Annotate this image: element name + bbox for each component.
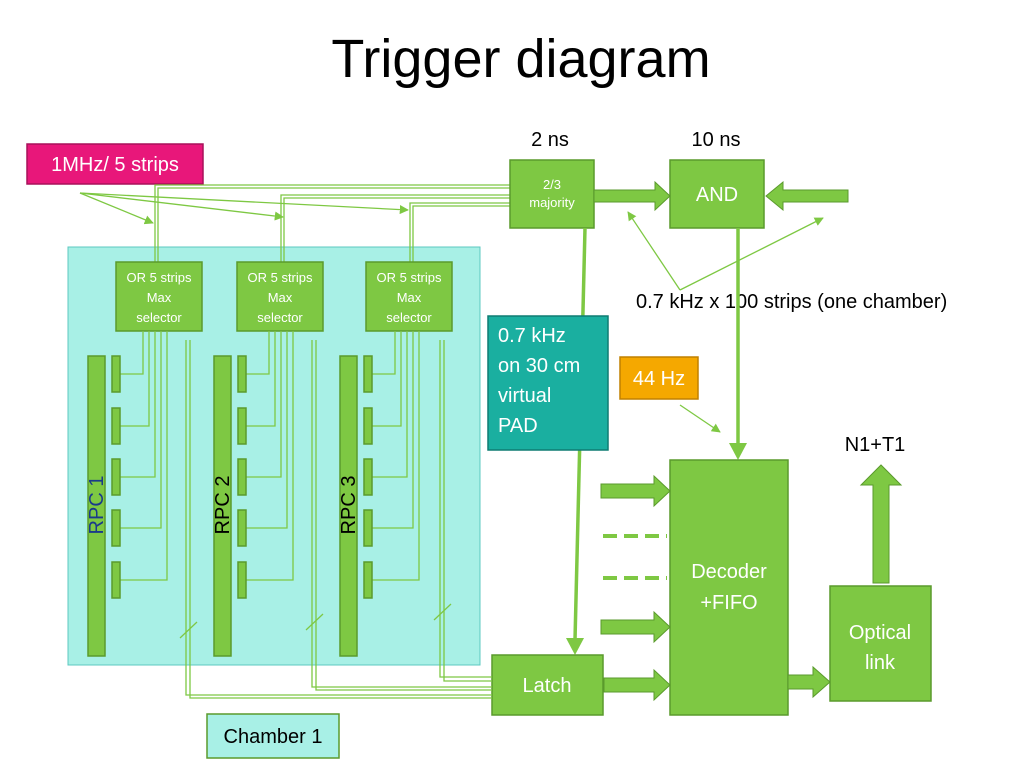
strip-wire [372,331,402,427]
pad-line-1: 0.7 kHz [498,325,566,347]
or-box-1-line-1: OR 5 strips [126,270,192,285]
strip-wire [246,331,270,375]
rpc-1-strip [111,355,121,393]
decoder-line2: +FIFO [700,592,757,614]
pad-line-2: on 30 cm [498,355,580,377]
latch-box: Latch [491,654,604,716]
chamber-label: Chamber 1 [224,726,323,748]
strip-wire [246,331,288,529]
rpc-to-latch-bus [179,340,492,699]
optical-link-box: Optical link [829,585,932,702]
majority-line2: majority [529,195,575,210]
or-box-2 [236,261,324,332]
strip-wire [372,331,420,581]
rpc-1-strip [111,509,121,547]
and-time-label: 10 ns [692,129,741,151]
or-box-3 [365,261,453,332]
strip-wire [246,331,282,478]
rpc-label-1: RPC 1 [86,476,108,535]
rate-input-label: 1MHz/ 5 strips [51,154,179,176]
strip-wire [372,331,414,529]
pad-line-3: virtual [498,385,551,407]
strip-wire [246,331,294,581]
rpc-2-strip [237,561,247,599]
rate-input-badge: 1MHz/ 5 strips [26,143,204,185]
rpc-bar-3 [339,355,358,657]
virtual-pad-box: 0.7 kHz on 30 cm virtual PAD [487,315,609,451]
rpc-bar-1 [87,355,106,657]
or-box-3-line-1: OR 5 strips [376,270,442,285]
chamber-badge: Chamber 1 [206,713,340,759]
or-to-majority-lines [154,184,510,262]
rpc-3-strip [363,355,373,393]
rpc-3-strip [363,561,373,599]
optical-line2: link [865,652,896,674]
rate-44hz-arrow [679,404,721,433]
or-box-3-line-2: Max [397,290,422,305]
rate-fanout-arrows [79,192,409,225]
chamber-rate-label: 0.7 kHz x 100 strips (one chamber) [636,291,947,313]
rpc-1-strip [111,407,121,445]
optical-line1: Optical [849,622,911,644]
n1t1-label: N1+T1 [845,434,906,456]
strip-wire [120,331,156,478]
strip-wire [120,331,150,427]
rpc-1-strip [111,561,121,599]
optical-up-arrow [859,464,903,584]
majority-box: 2/3 majority [509,159,595,229]
strip-wire [120,331,144,375]
majority-to-and-arrow [593,180,671,212]
rpc-2-strip [237,407,247,445]
rpc-3-strip [363,509,373,547]
decoder-arrowhead [729,443,747,460]
or-box-3-line-3: selector [386,310,432,325]
rpc-label-2: RPC 2 [212,476,234,535]
decoder-line1: Decoder [691,561,767,583]
or-box-1-line-2: Max [147,290,172,305]
decoder-input-arrows [600,474,671,702]
pad-line-4: PAD [498,415,538,437]
strip-wire [246,331,276,427]
strip-wire [372,331,396,375]
majority-time-label: 2 ns [531,129,569,151]
rpc-2-strip [237,509,247,547]
latch-label: Latch [523,675,572,697]
page-title: Trigger diagram [331,29,710,89]
or-box-1-line-3: selector [136,310,182,325]
rpc-3-strip [363,458,373,496]
strip-wire [120,331,168,581]
rate-44hz-label: 44 Hz [633,368,685,390]
decoder-to-optical-arrow [787,665,831,699]
rpc-bar-2 [213,355,232,657]
and-box: AND [669,159,765,229]
decoder-fifo-box: Decoder +FIFO [669,459,789,716]
rpc-2-strip [237,458,247,496]
or-box-2-line-3: selector [257,310,303,325]
latch-arrowhead [566,638,584,655]
external-to-and-arrow [765,180,849,212]
chamber-rate-arrows [627,211,824,291]
or-box-2-line-2: Max [268,290,293,305]
rpc-2-strip [237,355,247,393]
or-box-1 [115,261,203,332]
and-label: AND [696,184,738,206]
rate-44hz-badge: 44 Hz [619,356,699,400]
rpc-3-strip [363,407,373,445]
rpc-1-strip [111,458,121,496]
or-box-2-line-1: OR 5 strips [247,270,313,285]
strip-wire [120,331,162,529]
strip-wire [372,331,408,478]
rpc-label-3: RPC 3 [338,476,360,535]
majority-line1: 2/3 [543,177,561,192]
